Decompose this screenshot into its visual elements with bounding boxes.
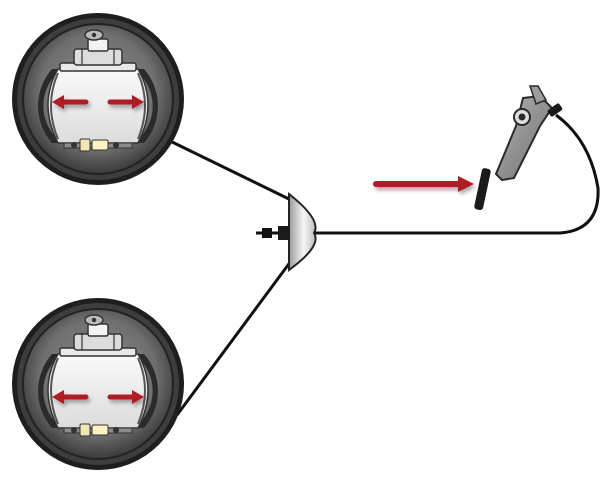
brake-cables xyxy=(167,113,600,416)
lower-drum-brake xyxy=(11,297,185,471)
upper-cable xyxy=(167,138,294,203)
cable-equalizer xyxy=(278,191,317,272)
cable-clip xyxy=(262,228,272,238)
upper-drum-brake xyxy=(11,12,185,186)
front-cable xyxy=(312,113,600,235)
equalizer-clamp xyxy=(278,226,290,240)
push-arrow xyxy=(373,176,474,192)
lower-cable xyxy=(175,260,293,416)
parking-brake-pedal xyxy=(474,85,563,211)
